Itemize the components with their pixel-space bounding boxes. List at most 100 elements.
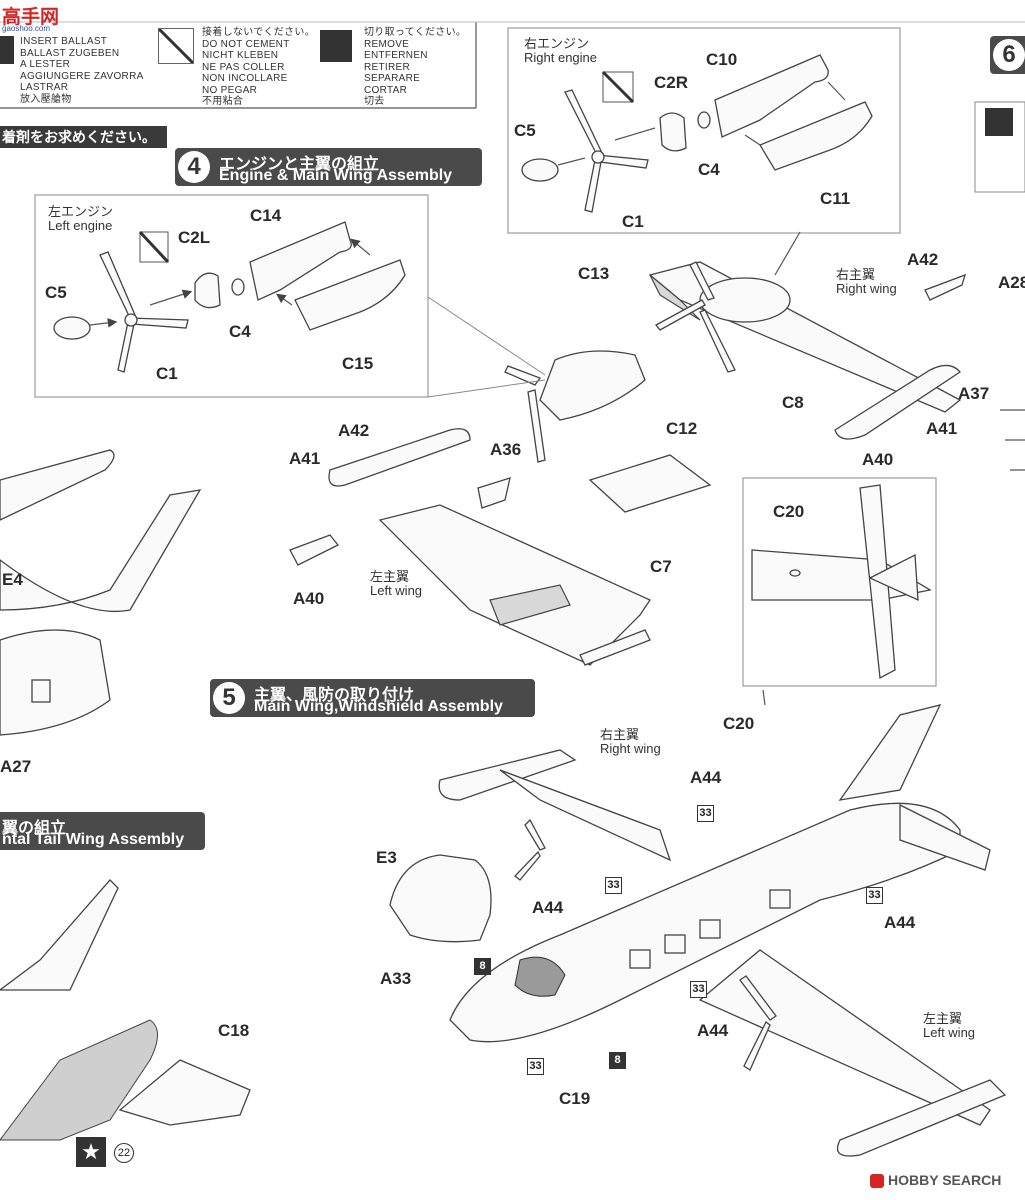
c15-nacelle [294,259,406,331]
c2l-part [194,272,221,309]
adhesive-note: 着剤をお求めください。 [0,126,167,148]
step4-title-jp: エンジンと主翼の組立 [219,156,380,173]
right-engine-box [507,27,901,234]
legend-no-cement-line: NON INCOLLARE [202,73,288,84]
tail-fuselage-left [0,449,251,1141]
legend-ballast-line: A LESTER [20,59,71,70]
part-label: A40 [862,450,894,469]
site-watermark-logo: 高手网 gaoshoo.com [0,0,70,36]
c14-nacelle [249,221,352,301]
legend-no-cement-line: 不用粘合 [202,96,244,107]
step6-partial [974,101,1025,471]
no-cement-icon [158,28,194,64]
legend-no-cement-line: NE PAS COLLER [202,61,285,73]
part-label: C11 [820,189,851,208]
part-label: A42 [907,250,939,269]
right-wing-en: Right wing [600,741,661,756]
legend-cut-line: RETIRER [364,61,410,73]
legend-cut: 切り取ってください。 REMOVE ENTFERNEN RETIRER SEPA… [364,27,466,108]
step6-number: 6 [993,39,1025,71]
watermark-logo-text: 高手网 [2,7,60,28]
part-label: C2L [178,228,211,247]
decal-star-icon: ★ [76,1137,106,1167]
step5-title-jp: 主翼、風防の取り付け [254,687,415,704]
aircraft-top-view [751,484,932,680]
right-wing-en: Right wing [836,281,897,296]
right-engine-en: Right engine [524,50,597,65]
legend-no-cement-jp: 接着しないでください。 [202,27,315,38]
ref-badge-33: 33 [866,887,883,904]
step5-banner: 5 主翼、風防の取り付け Main Wing,Windshield Assemb… [210,679,535,717]
legend-no-cement-line: NO PEGAR [202,84,258,96]
decal-ref-22: 22 [114,1143,134,1163]
no-cement-icon-right [602,71,634,103]
legend-cut-line: ENTFERNEN [364,50,428,61]
legend-cut-jp: 切り取ってください。 [364,27,467,38]
part-label: C10 [706,50,738,69]
ref-badge-33: 33 [527,1058,544,1075]
part-label: A28 [998,273,1025,292]
part-label: A44 [532,898,564,917]
part-label: C5 [45,283,67,302]
part-label: C18 [218,1021,250,1040]
part-label: A37 [958,384,990,403]
c5-spinner-right [521,158,559,182]
ballast-icon [0,36,14,64]
part-label: A44 [697,1021,729,1040]
c4-part-left [231,278,245,296]
main-aircraft-drawing [389,704,1007,1157]
c4-part-right [697,111,711,129]
right-wing-label-step5: 右主翼 Right wing [600,728,661,756]
legend-ballast-line: AGGIUNGERE ZAVORRA [20,70,144,82]
part-label: E3 [376,848,397,867]
propeller-left [99,251,189,373]
part-label: C19 [559,1089,591,1108]
part-label: A44 [690,768,722,787]
no-cement-icon-left [139,231,169,263]
part-label: C2R [654,73,689,92]
right-wing-jp: 右主翼 [600,727,640,742]
ref-badge-33: 33 [697,805,714,822]
legend-no-cement-line: DO NOT CEMENT [202,38,290,50]
left-engine-en: Left engine [48,218,113,233]
left-engine-label: 左エンジン Left engine [48,205,113,233]
part-label: E4 [2,570,23,589]
legend-cut-line: CORTAR [364,84,408,96]
ref-badge-8: 8 [609,1052,626,1069]
legend-ballast-line: BALLAST ZUGEBEN [20,47,120,59]
part-label: C20 [773,502,805,521]
left-wing-jp: 左主翼 [923,1011,963,1026]
legend-ballast-line: 放入壓艙物 [20,93,72,105]
tail-step-banner: 翼の組立 ntal Tail Wing Assembly [0,812,205,850]
left-wing-assembly [289,350,712,666]
part-label: C7 [650,557,672,576]
part-label: C13 [578,264,610,283]
right-wing-label-step4: 右主翼 Right wing [836,268,897,296]
ref-badge-33: 33 [690,981,707,998]
right-wing-assembly [648,261,966,440]
part-label: C8 [782,393,804,412]
part-label: A42 [338,421,370,440]
watermark-sub-text: gaoshoo.com [2,24,51,33]
left-wing-label-step5: 左主翼 Left wing [923,1012,975,1040]
part-label: A44 [884,913,916,932]
left-engine-jp: 左エンジン [48,204,114,219]
propeller-right [564,89,649,213]
hobbysearch-text: HOBBY SEARCH [888,1172,1002,1188]
left-wing-en: Left wing [370,583,423,598]
part-label: A41 [926,419,958,438]
step5-title-en: Main Wing,Windshield Assembly [254,698,503,715]
ref-badge-33: 33 [605,877,622,894]
part-label: C4 [229,322,251,341]
legend-ballast-line: LASTRAR [20,82,69,93]
right-engine-label: 右エンジン Right engine [524,37,597,65]
c2r-part [659,112,687,152]
step4-title-en: Engine & Main Wing Assembly [219,167,453,184]
part-label: A36 [490,440,522,459]
ref-badge-8: 8 [474,958,491,975]
part-label: A41 [289,449,321,468]
step6-banner: 6 [990,36,1025,74]
c5-spinner-left [53,316,91,340]
part-label: A33 [380,969,412,988]
